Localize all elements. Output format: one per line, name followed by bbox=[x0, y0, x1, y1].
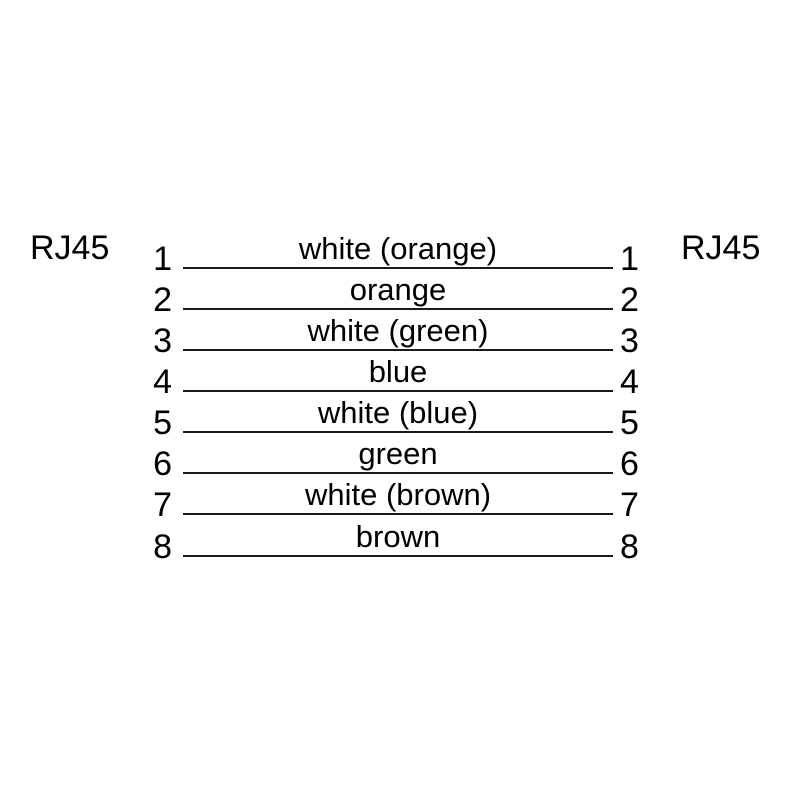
wire-label: green bbox=[358, 436, 438, 471]
right-pin-number: 4 bbox=[620, 363, 639, 401]
right-pin-number: 3 bbox=[620, 322, 639, 360]
left-pin-number: 2 bbox=[153, 281, 172, 319]
wire-label: white (green) bbox=[307, 313, 489, 348]
wire-line bbox=[183, 308, 613, 310]
wire-line bbox=[183, 431, 613, 433]
left-pin-number: 3 bbox=[153, 322, 172, 360]
wire-label: white (orange) bbox=[298, 231, 498, 266]
wire-line bbox=[183, 513, 613, 515]
right-pin-number: 8 bbox=[620, 528, 639, 566]
right-pin-number: 5 bbox=[620, 404, 639, 442]
right-pin-number: 1 bbox=[620, 240, 639, 278]
wire-line bbox=[183, 390, 613, 392]
wire-line bbox=[183, 472, 613, 474]
right-pin-number: 6 bbox=[620, 445, 639, 483]
wire-label: orange bbox=[349, 272, 447, 307]
left-pin-number: 1 bbox=[153, 240, 172, 278]
wire-label: blue bbox=[368, 354, 428, 389]
left-pin-number: 5 bbox=[153, 404, 172, 442]
wire-line bbox=[183, 267, 613, 269]
right-pin-number: 7 bbox=[620, 486, 639, 524]
wire-line bbox=[183, 555, 613, 557]
left-pin-number: 7 bbox=[153, 486, 172, 524]
left-pin-number: 8 bbox=[153, 528, 172, 566]
left-pin-number: 4 bbox=[153, 363, 172, 401]
wire-label: brown bbox=[355, 519, 441, 554]
right-pin-number: 2 bbox=[620, 281, 639, 319]
right-connector-label: RJ45 bbox=[681, 229, 761, 267]
left-connector-label: RJ45 bbox=[30, 229, 110, 267]
left-pin-number: 6 bbox=[153, 445, 172, 483]
wire-line bbox=[183, 349, 613, 351]
wire-label: white (blue) bbox=[317, 395, 479, 430]
wire-label: white (brown) bbox=[304, 477, 492, 512]
